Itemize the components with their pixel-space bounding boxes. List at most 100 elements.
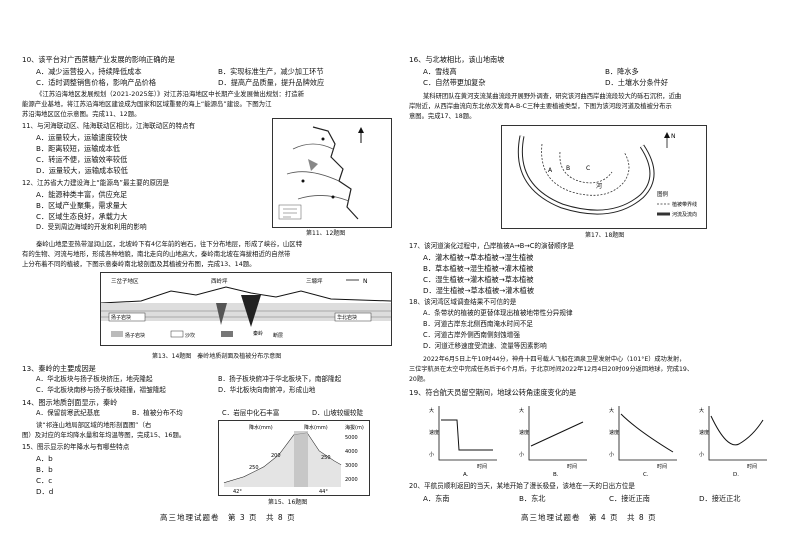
intro-17-line3: 意图。完成17、18题。 [409,113,476,120]
q19-a-y-label: 速度 [429,429,439,436]
q19-c-y-label: 速度 [609,429,619,436]
q19-a-y-small: 小 [429,451,434,458]
fig13-label-5: 华北岩块 [337,314,357,321]
qinling-profile-figure: 三岔子地区 西岭坪 三塬坪 N 扬子岩块 华北岩块 秦岭 扬子岩块 沙坎 断层 [100,272,392,346]
q18-option-d: D．河道迁移速度受流速、流量等因素影响 [423,342,547,350]
qilian-profile-figure: 降水(mm) 降水(mm) 海拔(m) 5000 4000 3000 2000 … [218,420,370,496]
q20-option-a: A．东南 [423,494,450,503]
fig13-label-3: 西岭坪 [211,277,228,285]
q19-graphs: 大 速度 小 时间 A. 大 速度 小 时间 B. 大 速度 小 [427,400,767,478]
page-right: 16、与北坡相比，该山地南坡 A．雪线高 B．降水多 C．自然带更加复杂 D．土… [409,0,781,544]
q12-option-b: B．区域产业聚集，需求量大 [36,201,128,210]
fig15-x1: 42° [233,489,242,495]
q17-option-a: A．灌木植被→草本植被→湿生植被 [423,253,534,262]
intro-13-line3: 上分布着不同的植被，下图示意秦岭南北坡剖面及其植被分布图，完成13、14题。 [22,260,256,268]
fig17-north: N [671,133,676,140]
fig17-letter-c: C [586,165,590,172]
fig13-legend-2: 沙坎 [185,332,195,339]
q16-option-a: A．雪线高 [423,67,457,76]
left-footer: 高三地理试题卷 第 3 页 共 8 页 [160,513,296,522]
q20-option-c: C．接近正南 [609,494,650,503]
q15-option-d: D．d [36,487,54,496]
q19-graph-set: 大 速度 小 时间 A. 大 速度 小 时间 B. 大 速度 小 [429,406,767,478]
intro-11-line1: 《江苏沿海地区发展规划（2021-2025年）》对江苏沿海地区中长期产业发展做出… [36,90,305,98]
q13-option-b: B．扬子板块俯冲于华北板块下，南部隆起 [218,375,342,383]
q20-option-b: B．东北 [519,494,546,503]
fig15-title3: 海拔(m) [345,424,364,431]
q19-d-y-small: 小 [699,451,704,458]
q19-a-tag: A. [463,472,469,478]
q19-c-y-big: 大 [609,407,614,414]
q13-option-c: C．华北板块南移与扬子板块碰撞，褶皱隆起 [36,386,166,394]
q17-option-c: C．湿生植被→灌木植被→草本植被 [423,275,534,284]
fig17-legend-2: 河流及流向 [672,211,697,218]
intro-19-line1: 2022年6月5日上午10时44分，神舟十四号载人飞船在酒泉卫星发射中心（101… [423,356,686,363]
fig13-label-1: 三岔子地区 [111,277,139,285]
q10-option-c: C．适时调整销售价格，影响产品价格 [36,78,157,87]
fig13-legend-1: 扬子岩块 [125,332,145,339]
q19-c-x: 时间 [657,463,667,470]
fig-11-12-caption: 第11、12题图 [306,230,346,237]
qilian-profile: 降水(mm) 降水(mm) 海拔(m) 5000 4000 3000 2000 … [223,424,364,495]
fig17-letter-b: B [566,165,570,172]
q11-option-c: C．转运不便，运输效率较低 [36,155,128,164]
q12-option-a: A．能源种类丰富，供应充足 [36,190,128,199]
fig15-r4: 2000 [345,477,358,483]
q12-stem: 12、江苏省大力建设海上“能源岛”最主要的原因是 [22,179,170,187]
fig17-letter-a: A [548,167,553,174]
q15-option-b: B．b [36,465,53,474]
q20-stem: 20、平航员顺利返回的当天，某地开始了漫长极昼，该地在一天的日出方位是 [409,482,635,490]
meander-figure: A B C 河 N 图例 植被带界线 河流及流向 [501,125,707,229]
q16-option-c: C．自然带更加复杂 [423,78,486,87]
fig17-river: 河 [596,182,602,190]
q13-option-a: A．华北板块与扬子板块挤压，地壳隆起 [36,375,153,383]
fig15-r2: 4000 [345,449,358,455]
fig-13-14-caption: 第13、14题图 秦岭地质剖面及植被分布示意图 [152,353,282,360]
q19-b-y-big: 大 [519,407,524,414]
q19-a-x: 时间 [477,463,487,470]
coastal-map-figure [272,118,392,228]
q16-stem: 16、与北坡相比，该山地南坡 [409,55,505,64]
intro-19-line3: 20题。 [409,376,430,383]
q17-stem: 17、该河道演化过程中，凸岸植被A→B→C的演替顺序是 [409,242,574,250]
q19-b-tag: B. [553,472,559,478]
q18-option-c: C．河道古岸外侧西南侧刻蚀增强 [423,331,520,339]
q19-graph-b: 大 速度 小 时间 B. [519,406,587,478]
q19-d-y-label: 速度 [699,429,709,436]
fig-17-18-caption: 第17、18题图 [585,232,625,239]
q19-a-y-big: 大 [429,407,434,414]
q14-option-a: A．保留前寒武纪基底 [36,409,100,417]
page-left: 10、该平台对广西蔗糖产业发展的影响正确的是 A．减少运营投入，持续降低成本 B… [22,0,394,544]
q20-option-d: D．接近正北 [699,494,741,503]
intro-15-line1: 读“祁连山地局部区域的地形剖面图”（右 [36,421,152,429]
q13-option-d: D．华北板块向南俯冲，形成山地 [218,386,316,394]
q14-option-c: C．岩层中化石丰富 [222,409,280,417]
fig15-v3: 250 [321,455,331,461]
right-footer: 高三地理试题卷 第 4 页 共 8 页 [521,513,657,522]
q10-option-a: A．减少运营投入，持续降低成本 [36,67,142,76]
fig13-label-4: 三塬坪 [306,277,323,285]
coastal-map [278,126,364,220]
q16-option-d: D．土壤水分条件好 [605,78,669,87]
q19-graph-d: 大 速度 小 时间 D. [699,406,767,478]
intro-11-line3: 苏沿海地区区位示意图。完成11、12题。 [22,110,141,118]
intro-15-line2: 图）及对应的年均降水量和年均温等图，完成15、16题。 [22,431,186,439]
q11-option-b: B．距离较短，运输成本低 [36,144,120,153]
fig13-label-2: 扬子岩块 [111,314,131,321]
q17-option-b: B．草本植被→湿生植被→灌木植被 [423,264,534,273]
q11-option-d: D．运量较大，运输成本较低 [36,166,128,175]
q18-stem: 18、该河湾区域调查结果不可信的是 [409,298,517,306]
q17-option-d: D．湿生植被→草本植被→灌木植被 [423,286,535,295]
intro-11-line2: 能源产业基地，将江苏沿海地区建设成为国家和区域重要的海上“能源岛”建设。下图为江 [22,100,272,108]
fig15-v1: 250 [249,465,259,471]
q15-option-a: A．b [36,454,53,463]
fig17-legend-1: 植被带界线 [672,201,697,208]
q15-stem: 15、图示显示的年降水与有哪些特点 [22,443,130,451]
q10-stem: 10、该平台对广西蔗糖产业发展的影响正确的是 [22,55,175,64]
q13-stem: 13、秦岭的主要成因是 [22,364,96,373]
intro-13-line1: 秦岭山地是亚热带湿润山区，北坡岭下有4亿年前的岩石，往下分布地层，形成了峡谷，山… [36,240,303,248]
q19-b-y-small: 小 [519,451,524,458]
q19-c-y-small: 小 [609,451,614,458]
q19-b-x: 时间 [567,463,577,470]
q19-graph-a: 大 速度 小 时间 A. [429,406,497,478]
